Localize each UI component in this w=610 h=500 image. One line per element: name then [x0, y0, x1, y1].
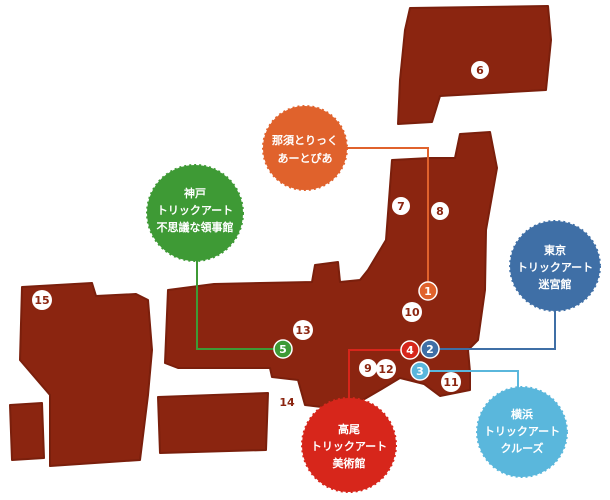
callout-kobe-bubble	[147, 165, 243, 261]
location-marker-6[interactable]: 6	[471, 61, 489, 79]
location-marker-14[interactable]: 14	[277, 392, 297, 412]
callout-yokohama[interactable]: 横浜 トリックアート クルーズ	[476, 386, 568, 478]
location-marker-label: 1	[424, 285, 432, 298]
location-marker-7[interactable]: 7	[392, 197, 410, 215]
callout-nasu[interactable]: 那須とりっく あーとぴあ	[262, 105, 348, 191]
callout-nasu-line-2: あーとぴあ	[278, 152, 333, 165]
callout-nasu-bubble	[263, 106, 347, 190]
location-marker-dot	[418, 281, 438, 301]
callout-tokyo-line-3: 迷宮館	[538, 277, 572, 291]
leader-takao	[348, 349, 410, 410]
location-marker-dot	[410, 361, 430, 381]
callout-takao-line-3: 美術館	[333, 456, 366, 470]
location-marker-label: 4	[406, 344, 414, 357]
location-marker-2[interactable]: 2	[420, 339, 440, 359]
callout-takao-line-1: 高尾	[338, 422, 360, 436]
callout-nasu-line-1: 那須とりっく	[272, 133, 338, 147]
location-marker-label: 3	[416, 365, 424, 378]
callout-yokohama-line-1: 横浜	[511, 407, 533, 421]
region-island	[9, 402, 45, 461]
callout-takao-bubble	[302, 398, 396, 492]
location-marker-12[interactable]: 12	[376, 359, 396, 379]
location-marker-11[interactable]: 11	[441, 372, 461, 392]
callout-kobe-line-1: 神戸	[184, 186, 206, 200]
callout-yokohama-line-3: クルーズ	[500, 441, 543, 455]
location-marker-dot	[400, 340, 420, 360]
location-marker-dot	[420, 339, 440, 359]
location-marker-label: 5	[279, 343, 287, 356]
location-marker-label: 11	[443, 376, 458, 389]
location-marker-1[interactable]: 1	[418, 281, 438, 301]
location-marker-label: 7	[397, 200, 405, 213]
location-marker-label: 8	[436, 205, 444, 218]
callout-takao[interactable]: 高尾 トリックアート 美術館	[301, 397, 397, 493]
location-marker-dot	[32, 290, 52, 310]
location-marker-label: 10	[404, 306, 420, 319]
callout-kobe[interactable]: 神戸 トリックアート 不思議な領事館	[146, 164, 244, 262]
land-masses	[9, 5, 552, 467]
location-marker-dot	[273, 339, 293, 359]
location-marker-label: 14	[279, 396, 295, 409]
region-honshu	[164, 131, 498, 409]
leader-nasu	[342, 147, 429, 291]
callout-tokyo-line-2: トリックアート	[517, 261, 593, 274]
location-marker-13[interactable]: 13	[293, 320, 313, 340]
leader-kobe	[196, 258, 283, 350]
location-marker-dot	[359, 359, 377, 377]
location-marker-dot	[293, 320, 313, 340]
location-marker-15[interactable]: 15	[32, 290, 52, 310]
region-shikoku	[157, 392, 269, 454]
location-marker-dot	[376, 359, 396, 379]
location-marker-label: 9	[364, 362, 372, 375]
location-marker-label: 15	[34, 294, 49, 307]
location-marker-dot	[402, 302, 422, 322]
location-marker-label: 12	[378, 363, 393, 376]
callout-yokohama-line-2: トリックアート	[484, 425, 560, 438]
location-marker-label: 2	[426, 343, 434, 356]
location-marker-label: 13	[295, 324, 310, 337]
location-marker-label: 6	[476, 64, 484, 77]
callout-tokyo-line-1: 東京	[544, 243, 566, 257]
location-marker-dot	[441, 372, 461, 392]
location-marker-8[interactable]: 8	[431, 202, 449, 220]
region-kyushu	[19, 282, 153, 467]
location-marker-9[interactable]: 9	[359, 359, 377, 377]
callout-tokyo[interactable]: 東京 トリックアート 迷宮館	[509, 220, 601, 312]
callout-kobe-line-3: 不思議な領事館	[157, 220, 234, 234]
location-marker-10[interactable]: 10	[402, 302, 422, 322]
leader-tokyo	[430, 300, 556, 350]
callout-kobe-line-2: トリックアート	[157, 204, 233, 217]
location-marker-dot	[471, 61, 489, 79]
location-marker-4[interactable]: 4	[400, 340, 420, 360]
location-marker-dot	[431, 202, 449, 220]
location-marker-5[interactable]: 5	[273, 339, 293, 359]
callout-yokohama-bubble	[477, 387, 567, 477]
callout-takao-line-2: トリックアート	[311, 440, 387, 453]
location-marker-3[interactable]: 3	[410, 361, 430, 381]
callout-tokyo-bubble	[510, 221, 600, 311]
location-marker-dot	[392, 197, 410, 215]
location-marker-dot	[277, 392, 297, 412]
